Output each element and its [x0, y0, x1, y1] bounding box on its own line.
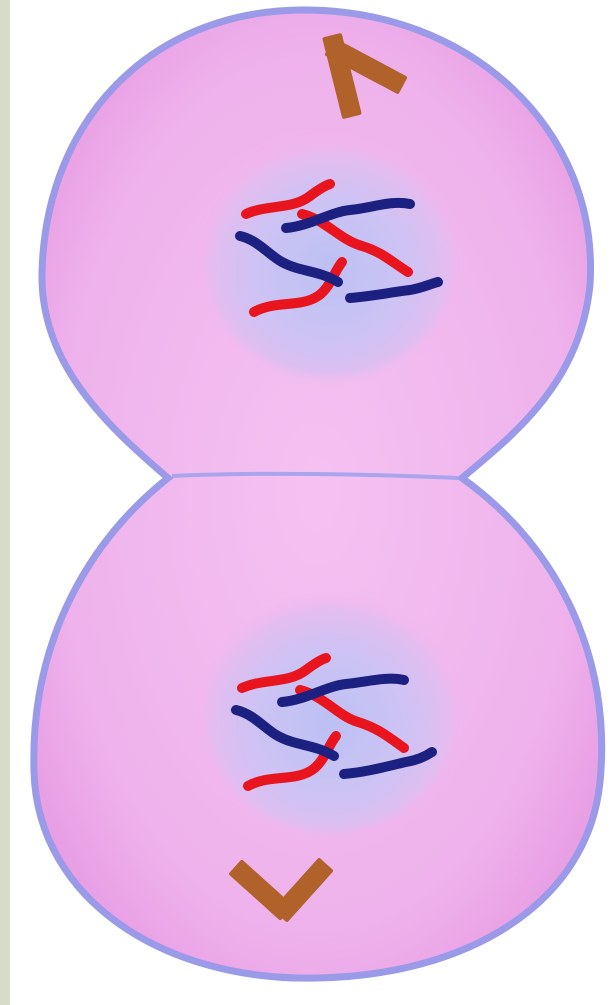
upper-nucleus [205, 138, 455, 378]
upper-daughter-cell [205, 138, 455, 378]
lower-daughter-cell [205, 592, 455, 832]
